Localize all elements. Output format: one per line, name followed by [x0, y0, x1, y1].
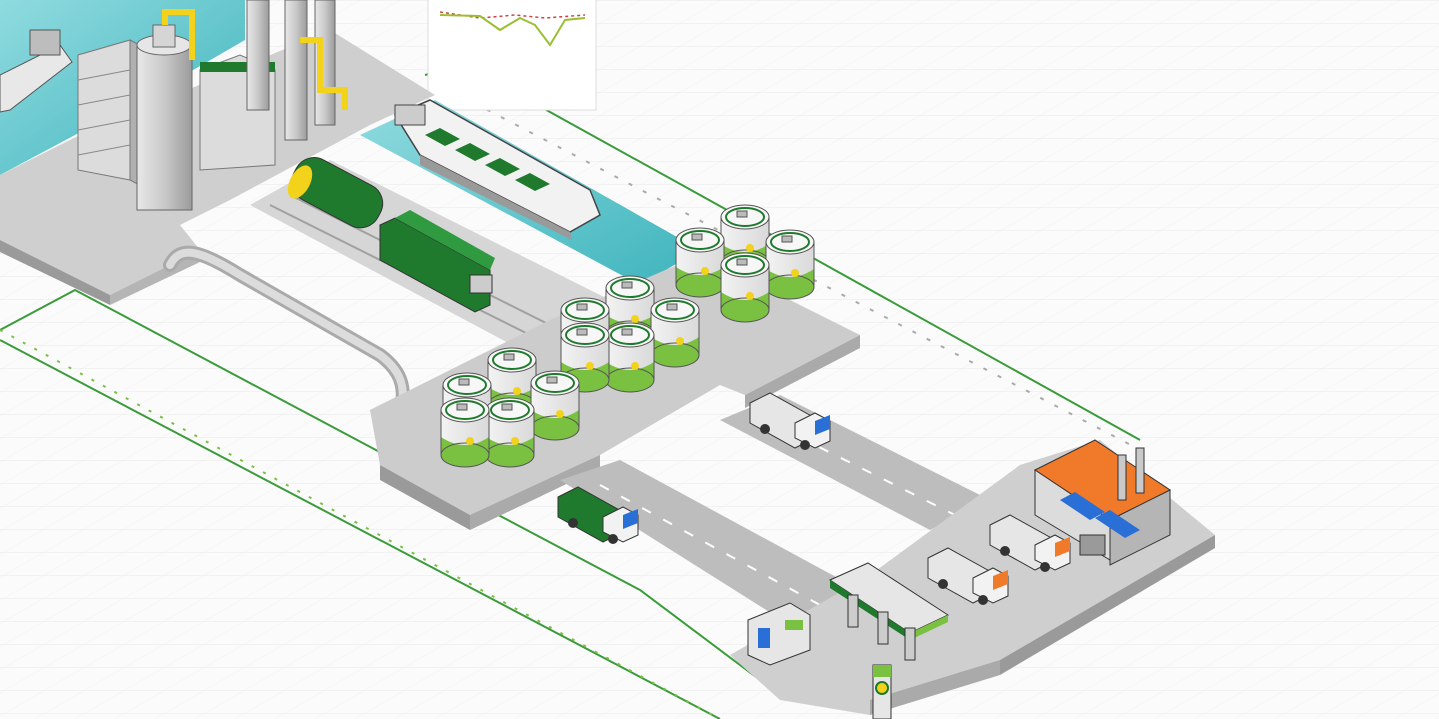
storage-tank-icon — [530, 370, 580, 441]
tanker-ship-icon — [0, 29, 73, 113]
tanker-ship-icon — [393, 99, 601, 240]
storage-tank-icon — [765, 229, 815, 300]
brand-helios-logo — [466, 437, 474, 445]
brand-helios-logo — [701, 267, 709, 275]
brand-helios-logo — [791, 269, 799, 277]
storage-tank-icon — [560, 322, 610, 393]
tanker-truck-icon — [989, 514, 1071, 572]
brand-helios-logo — [511, 437, 519, 445]
brand-helios-logo — [586, 362, 594, 370]
storage-tank-icon — [650, 297, 700, 368]
tanker-truck-icon — [749, 392, 831, 450]
storage-tank-icon — [485, 397, 535, 468]
storage-tank-icon — [605, 322, 655, 393]
brand-helios-logo — [676, 337, 684, 345]
brand-helios-logo — [746, 244, 754, 252]
rail-tanker-icon — [287, 157, 495, 313]
brand-helios-logo — [631, 315, 639, 323]
brand-helios-logo — [875, 681, 889, 695]
mini-chart-card — [427, 0, 597, 111]
brand-helios-logo — [746, 292, 754, 300]
brand-helios-logo — [513, 387, 521, 395]
refinery-icon — [77, 0, 348, 211]
fuel-station-icon — [747, 562, 950, 719]
storage-tank-icon — [720, 252, 770, 323]
brand-helios-logo — [556, 410, 564, 418]
storage-tank-icon — [675, 227, 725, 298]
tanker-trucks — [557, 392, 1071, 605]
factory-icon — [1034, 439, 1171, 566]
tanker-truck-icon — [927, 547, 1009, 605]
storage-tanks — [440, 204, 815, 468]
brand-helios-logo — [631, 362, 639, 370]
tanker-truck-icon — [557, 486, 639, 544]
storage-tank-icon — [440, 397, 490, 468]
